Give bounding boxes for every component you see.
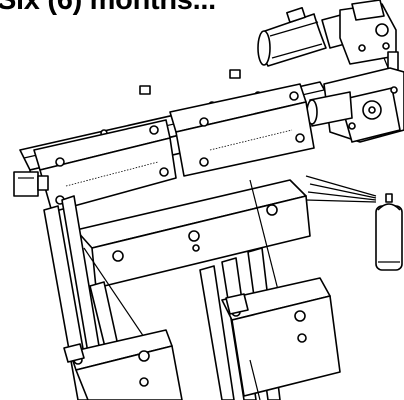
spray-icon [305,175,377,203]
drive-housing [306,67,404,143]
crossbar-icon [75,179,311,289]
spray-can-icon [375,193,403,271]
sensor-icon [13,171,49,197]
bearing-block-left [63,329,183,400]
bearing-block-right [221,277,341,400]
gearbox-icon [339,0,399,93]
chain-guard-right [169,83,315,177]
chain-guard-left [33,119,177,213]
page-title: Six (6) months... [0,0,216,16]
